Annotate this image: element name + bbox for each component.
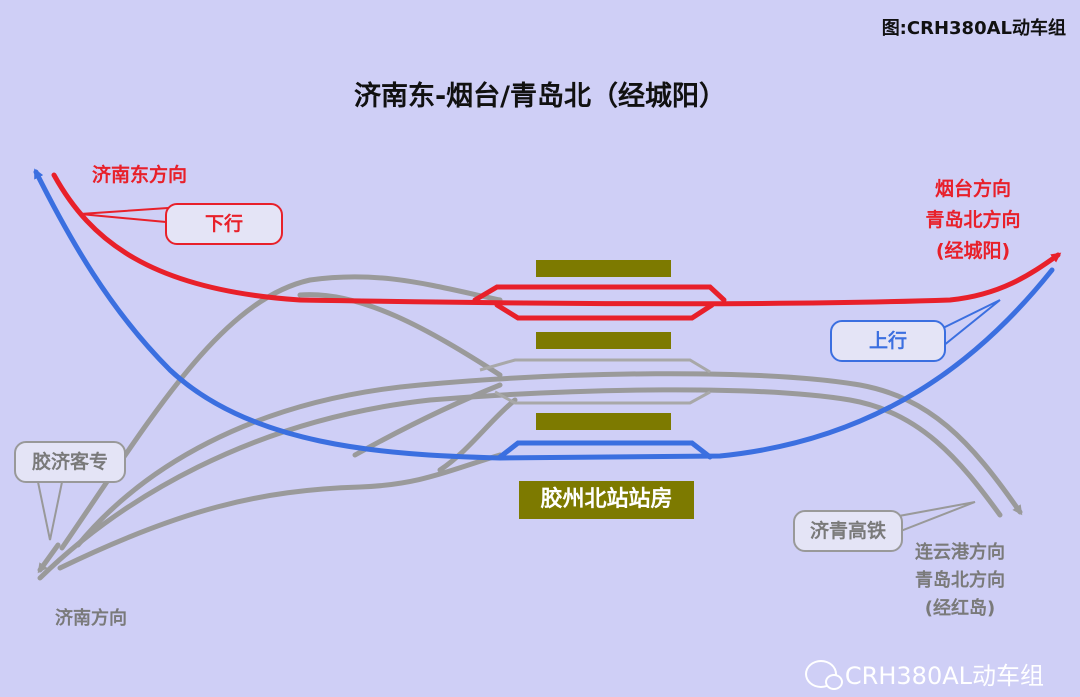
label-yantai-direction: 烟台方向 (934, 178, 1011, 200)
image-credit: 图:CRH380AL动车组 (881, 18, 1066, 39)
up-callout-pointer (942, 299, 1001, 347)
label-jinan-direction: 济南方向 (55, 608, 127, 629)
down-callout-pointer (79, 207, 169, 223)
gray-track-jiaoji-1 (59, 274, 503, 551)
watermark-text: CRH380AL动车组 (844, 662, 1044, 690)
platform-2 (536, 332, 671, 349)
callout-up: 上行 (830, 320, 946, 362)
gray-track-jiaoji-2 (297, 292, 503, 378)
gray-track-jiqing-upper (75, 371, 1023, 548)
callout-jiqing: 济青高铁 (793, 510, 903, 552)
diagram-title: 济南东-烟台/青岛北（经城阳） (353, 81, 727, 112)
label-lianyungang-group: 连云港方向 青岛北方向 (经红岛) (900, 539, 1020, 623)
watermark: CRH380AL动车组 (804, 656, 1044, 691)
wechat-icon (804, 659, 843, 690)
jiqing-callout-pointer (887, 501, 976, 537)
label-via-chengyang: (经城阳) (935, 240, 1011, 262)
gray-track-lower-link (57, 452, 503, 571)
gray-track-jiqing-lower (37, 387, 1003, 581)
gray-station-loop-2 (494, 390, 711, 405)
gray-track-cross-1 (352, 382, 503, 458)
label-jinan-east-direction: 济南东方向 (92, 164, 188, 186)
jiaoji-callout-pointer (37, 481, 63, 541)
label-qingdao-north-direction-a: 青岛北方向 (925, 209, 1021, 231)
callout-down: 下行 (165, 203, 283, 245)
gray-station-loop-1 (479, 358, 711, 374)
up-line (33, 168, 1055, 461)
down-line (51, 172, 1062, 307)
label-yantai-group: 烟台方向 青岛北方向 (经城阳) (915, 174, 1031, 267)
label-via-hongdao: (经红岛) (924, 598, 996, 619)
gray-track-cross-2 (437, 397, 518, 473)
callout-jiaoji: 胶济客专 (14, 441, 126, 483)
up-line-loop (497, 440, 713, 460)
label-qingdao-north-direction-b: 青岛北方向 (915, 570, 1005, 591)
platform-3 (536, 413, 671, 430)
gray-track-jiaoji-tail (37, 542, 61, 574)
label-lianyungang-direction: 连云港方向 (915, 542, 1005, 563)
station-building-label: 胶州北站站房 (519, 481, 694, 519)
platform-1 (536, 260, 671, 277)
down-line-loop-top (472, 284, 727, 303)
down-line-loop-bottom (494, 302, 715, 321)
